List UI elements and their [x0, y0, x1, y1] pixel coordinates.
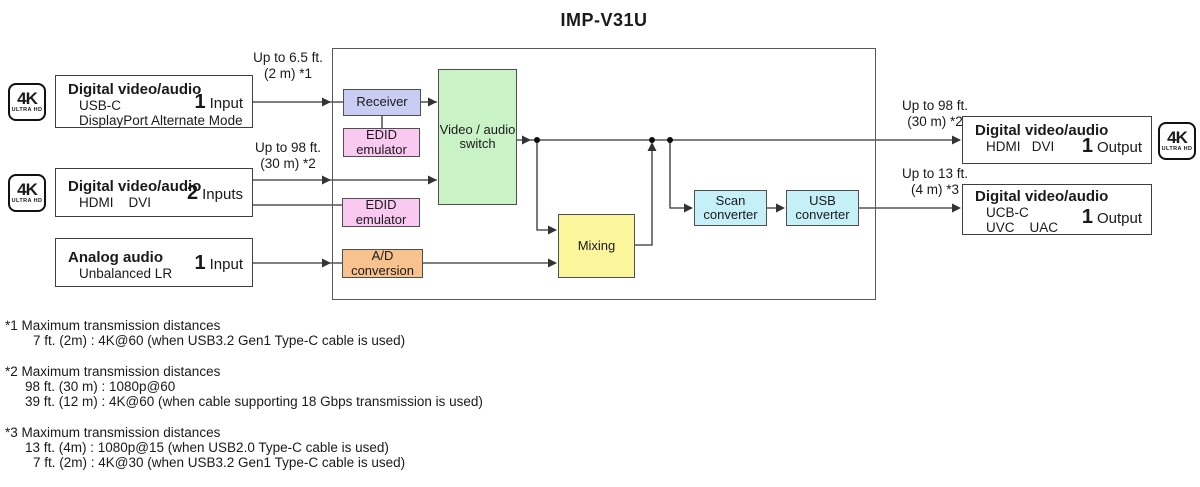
- distance-label-output1: Up to 98 ft. (30 m) *2: [885, 98, 985, 130]
- input-count: 1 Input: [195, 253, 244, 273]
- footnote-1: *1 Maximum transmission distances 7 ft. …: [5, 318, 483, 348]
- output-count-label: Output: [1096, 210, 1142, 227]
- output-sub: HDMI DVI: [986, 139, 1055, 154]
- distance-label-input2: Up to 98 ft. (30 m) *2: [238, 140, 338, 172]
- block-label: USB: [809, 192, 836, 208]
- distance-line: (2 m) *1: [263, 66, 312, 81]
- footnote-line: 13 ft. (4m) : 1080p@15 (when USB2.0 Type…: [25, 440, 389, 455]
- footnote-line: 39 ft. (12 m) : 4K@60 (when cable suppor…: [25, 394, 483, 409]
- footnotes: *1 Maximum transmission distances 7 ft. …: [5, 318, 483, 486]
- output-count-number: 1: [1081, 135, 1093, 157]
- distance-line: Up to 98 ft.: [901, 98, 969, 113]
- footnote-line: 98 ft. (30 m) : 1080p@60: [25, 379, 176, 394]
- block-ad-conversion: A/D conversion: [342, 248, 423, 278]
- input-wires: [253, 97, 437, 268]
- 4k-ultra-hd-badge: 4K ULTRA HD: [8, 174, 46, 212]
- 4k-badge-sub: ULTRA HD: [1161, 146, 1193, 152]
- output-count-number: 1: [1081, 206, 1093, 228]
- block-label: conversion: [351, 262, 414, 278]
- distance-line: (30 m) *2: [907, 114, 963, 129]
- input-sub: Unbalanced LR: [79, 266, 173, 281]
- output-title: Digital video/audio: [975, 188, 1109, 205]
- 4k-badge-main: 4K: [17, 89, 38, 108]
- block-scan-converter: Scan converter: [694, 190, 767, 226]
- device-enclosure: [332, 48, 876, 300]
- input-count-label: Input: [209, 94, 243, 112]
- distance-line: (4 m) *3: [910, 182, 959, 197]
- block-label: EDID: [365, 127, 398, 142]
- block-label: Scan: [715, 192, 746, 208]
- input-box-analog-audio: Analog audio Unbalanced LR 1 Input: [55, 238, 253, 287]
- block-label: emulator: [355, 211, 407, 227]
- output-title: Digital video/audio: [975, 122, 1109, 139]
- distance-label-input1: Up to 6.5 ft. (2 m) *1: [238, 50, 338, 82]
- 4k-badge-main: 4K: [1167, 128, 1188, 147]
- 4k-ultra-hd-badge: 4K ULTRA HD: [1158, 122, 1196, 160]
- input-title: Digital video/audio: [68, 178, 202, 195]
- block-label: Mixing: [577, 237, 616, 253]
- input-count-number: 1: [194, 90, 206, 113]
- footnote-header: *1 Maximum transmission distances: [5, 318, 221, 333]
- block-label: emulator: [356, 141, 407, 157]
- block-usb-converter: USB converter: [786, 190, 859, 226]
- output-sub: UVC UAC: [986, 220, 1059, 235]
- input-count-label: Inputs: [202, 185, 243, 203]
- output-sub: UCB-C: [986, 205, 1029, 220]
- block-label: A/D: [371, 248, 394, 263]
- input-box-hdmi-dvi: Digital video/audio HDMI DVI 2 Inputs: [55, 168, 253, 217]
- distance-line: Up to 13 ft.: [901, 166, 969, 181]
- block-label: EDID: [365, 197, 397, 212]
- output-count: 1 Output: [1082, 207, 1142, 227]
- footnote-2: *2 Maximum transmission distances 98 ft.…: [5, 364, 483, 409]
- block-receiver: Receiver: [343, 89, 421, 116]
- block-mixing: Mixing: [558, 214, 635, 278]
- block-label: converter: [703, 207, 758, 222]
- output-box-hdmi-dvi: Digital video/audio HDMI DVI 1 Output: [962, 116, 1152, 164]
- input-count-label: Input: [209, 255, 243, 273]
- input-title: Analog audio: [68, 249, 163, 266]
- internal-wires: [381, 97, 960, 268]
- footnote-header: *2 Maximum transmission distances: [5, 364, 221, 379]
- block-label: Video / audio: [439, 121, 516, 137]
- block-label: Receiver: [356, 94, 408, 110]
- output-box-usbc: Digital video/audio UCB-C UVC UAC 1 Outp…: [962, 184, 1152, 235]
- output-count: 1 Output: [1082, 136, 1142, 156]
- input-count: 2 Inputs: [187, 183, 243, 203]
- distance-line: (30 m) *2: [260, 156, 316, 171]
- output-count-label: Output: [1096, 139, 1142, 156]
- footnote-line: 7 ft. (2m) : 4K@60 (when USB3.2 Gen1 Typ…: [33, 333, 406, 348]
- footnote-line: 7 ft. (2m) : 4K@30 (when USB3.2 Gen1 Typ…: [33, 455, 406, 470]
- 4k-badge-sub: ULTRA HD: [11, 107, 43, 113]
- input-count-number: 1: [194, 251, 206, 274]
- input-count: 1 Input: [195, 92, 244, 112]
- distance-line: Up to 98 ft.: [254, 140, 322, 155]
- 4k-badge-main: 4K: [17, 180, 38, 199]
- 4k-badge-sub: ULTRA HD: [11, 198, 43, 204]
- input-count-number: 2: [187, 181, 199, 204]
- footnote-3: *3 Maximum transmission distances 13 ft.…: [5, 425, 483, 470]
- block-video-audio-switch: Video / audio switch: [438, 69, 517, 205]
- footnote-header: *3 Maximum transmission distances: [5, 425, 221, 440]
- block-edid-emulator-2: EDID emulator: [342, 197, 420, 227]
- block-edid-emulator-1: EDID emulator: [343, 127, 420, 157]
- distance-line: Up to 6.5 ft.: [253, 50, 323, 65]
- input-title: Digital video/audio: [68, 81, 202, 98]
- distance-label-output2: Up to 13 ft. (4 m) *3: [885, 166, 985, 198]
- input-sub: DisplayPort Alternate Mode: [79, 113, 243, 128]
- input-box-usbc: Digital video/audio USB-C DisplayPort Al…: [55, 75, 253, 128]
- 4k-ultra-hd-badge: 4K ULTRA HD: [8, 83, 46, 121]
- device-title: IMP-V31U: [560, 10, 648, 30]
- block-label: switch: [459, 136, 496, 151]
- input-sub: USB-C: [79, 98, 122, 113]
- block-label: converter: [795, 207, 850, 222]
- input-sub: HDMI DVI: [79, 195, 152, 210]
